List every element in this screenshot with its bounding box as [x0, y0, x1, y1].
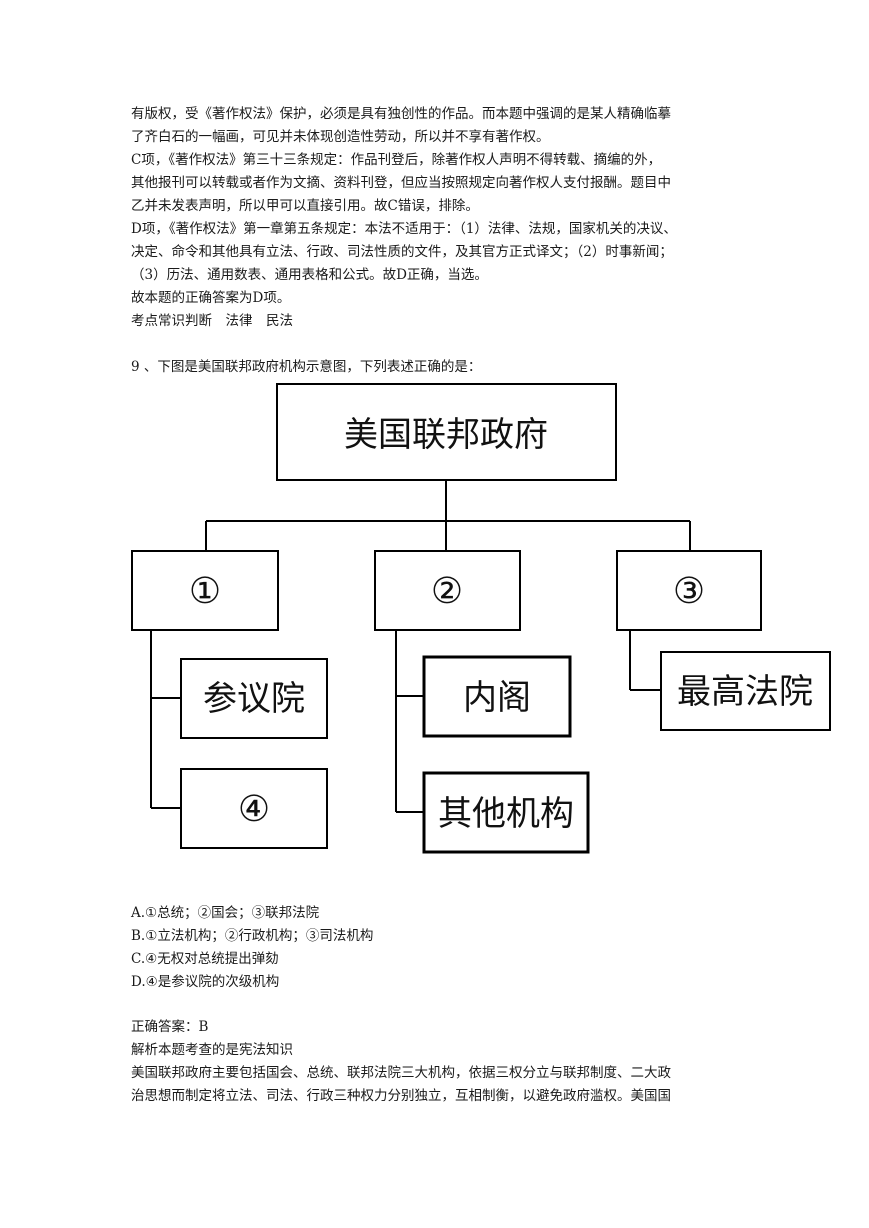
paragraph-line: （3）历法、通用数表、通用表格和公式。故D正确，当选。 [131, 267, 488, 283]
analysis-line: 治思想而制定将立法、司法、行政三种权力分别独立，互相制衡，以避免政府滥权。美国国 [131, 1088, 671, 1104]
option-a: A.①总统；②国会；③联邦法院 [131, 905, 320, 921]
analysis-line: 解析本题考查的是宪法知识 [131, 1042, 293, 1058]
branch-box-1 [131, 550, 279, 631]
branch-box-3 [616, 550, 762, 631]
option-d: D.④是参议院的次级机构 [131, 974, 280, 990]
senate-label: 参议院 [203, 679, 305, 719]
paragraph-line: 故本题的正确答案为D项。 [131, 290, 291, 306]
question-stem: 9 、下图是美国联邦政府机构示意图，下列表述正确的是： [131, 359, 482, 375]
option-c: C.④无权对总统提出弹劾 [131, 951, 279, 967]
other-agencies-box [422, 771, 590, 854]
box-4-label: ④ [238, 789, 270, 830]
senate-box [180, 658, 328, 739]
paragraph-line: 乙并未发表声明，所以甲可以直接引用。故C错误，排除。 [131, 198, 479, 214]
supreme-court-box [660, 651, 831, 731]
root-label: 美国联邦政府 [344, 415, 548, 455]
branch-box-2 [374, 550, 521, 631]
other-agencies-label: 其他机构 [438, 794, 574, 834]
paragraph-line: 有版权，受《著作权法》保护，必须是具有独创性的作品。而本题中强调的是某人精确临摹 [131, 106, 671, 122]
branch-label-3: ③ [673, 571, 705, 612]
branch-label-1: ① [189, 571, 221, 612]
box-4 [180, 768, 328, 849]
cabinet-box [422, 655, 572, 738]
cabinet-label: 内阁 [463, 678, 531, 718]
option-b: B.①立法机构；②行政机构；③司法机构 [131, 928, 374, 944]
root-box [276, 383, 617, 481]
branch-label-2: ② [431, 571, 463, 612]
paragraph-line: 其他报刊可以转载或者作为文摘、资料刊登，但应当按照规定向著作权人支付报酬。题目中 [131, 175, 671, 191]
analysis-line: 美国联邦政府主要包括国会、总统、联邦法院三大机构，依据三权分立与联邦制度、二大政 [131, 1065, 671, 1081]
topic-tags: 考点常识判断 法律 民法 [131, 313, 293, 329]
paragraph-line: D项，《著作权法》第一章第五条规定：本法不适用于：（1）法律、法规，国家机关的决… [131, 221, 677, 237]
supreme-court-label: 最高法院 [677, 672, 813, 712]
correct-answer: 正确答案：B [131, 1019, 209, 1035]
paragraph-line: 决定、命令和其他具有立法、行政、司法性质的文件，及其官方正式译文；（2）时事新闻… [131, 244, 673, 260]
paragraph-line: C项，《著作权法》第三十三条规定：作品刊登后，除著作权人声明不得转载、摘编的外， [131, 152, 662, 168]
paragraph-line: 了齐白石的一幅画，可见并未体现创造性劳动，所以并不享有著作权。 [131, 129, 550, 145]
